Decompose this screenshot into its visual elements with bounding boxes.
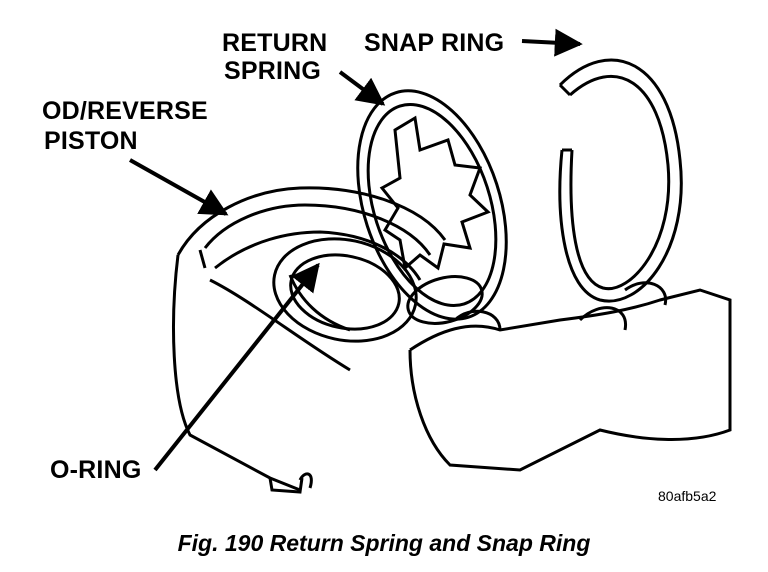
label-piston-line1: OD/REVERSE — [42, 97, 208, 125]
o-ring-bore — [272, 237, 418, 343]
hands — [408, 281, 732, 472]
arrow-return-spring — [338, 70, 386, 106]
piston-drum — [172, 186, 447, 494]
leader-arrows — [129, 28, 583, 472]
image-code: 80afb5a2 — [658, 488, 717, 504]
figure-caption: Fig. 190 Return Spring and Snap Ring — [177, 530, 591, 556]
arrow-piston — [129, 158, 229, 216]
label-o-ring: O-RING — [50, 456, 142, 484]
arrow-o-ring — [153, 262, 320, 472]
snap-ring — [558, 58, 683, 303]
arrow-snap-ring — [521, 28, 583, 57]
return-spring — [356, 89, 508, 325]
label-return-spring-line1: RETURN — [222, 29, 328, 57]
label-return-spring-line2: SPRING — [224, 57, 322, 85]
label-snap-ring: SNAP RING — [364, 29, 505, 57]
label-piston-line2: PISTON — [44, 127, 138, 155]
